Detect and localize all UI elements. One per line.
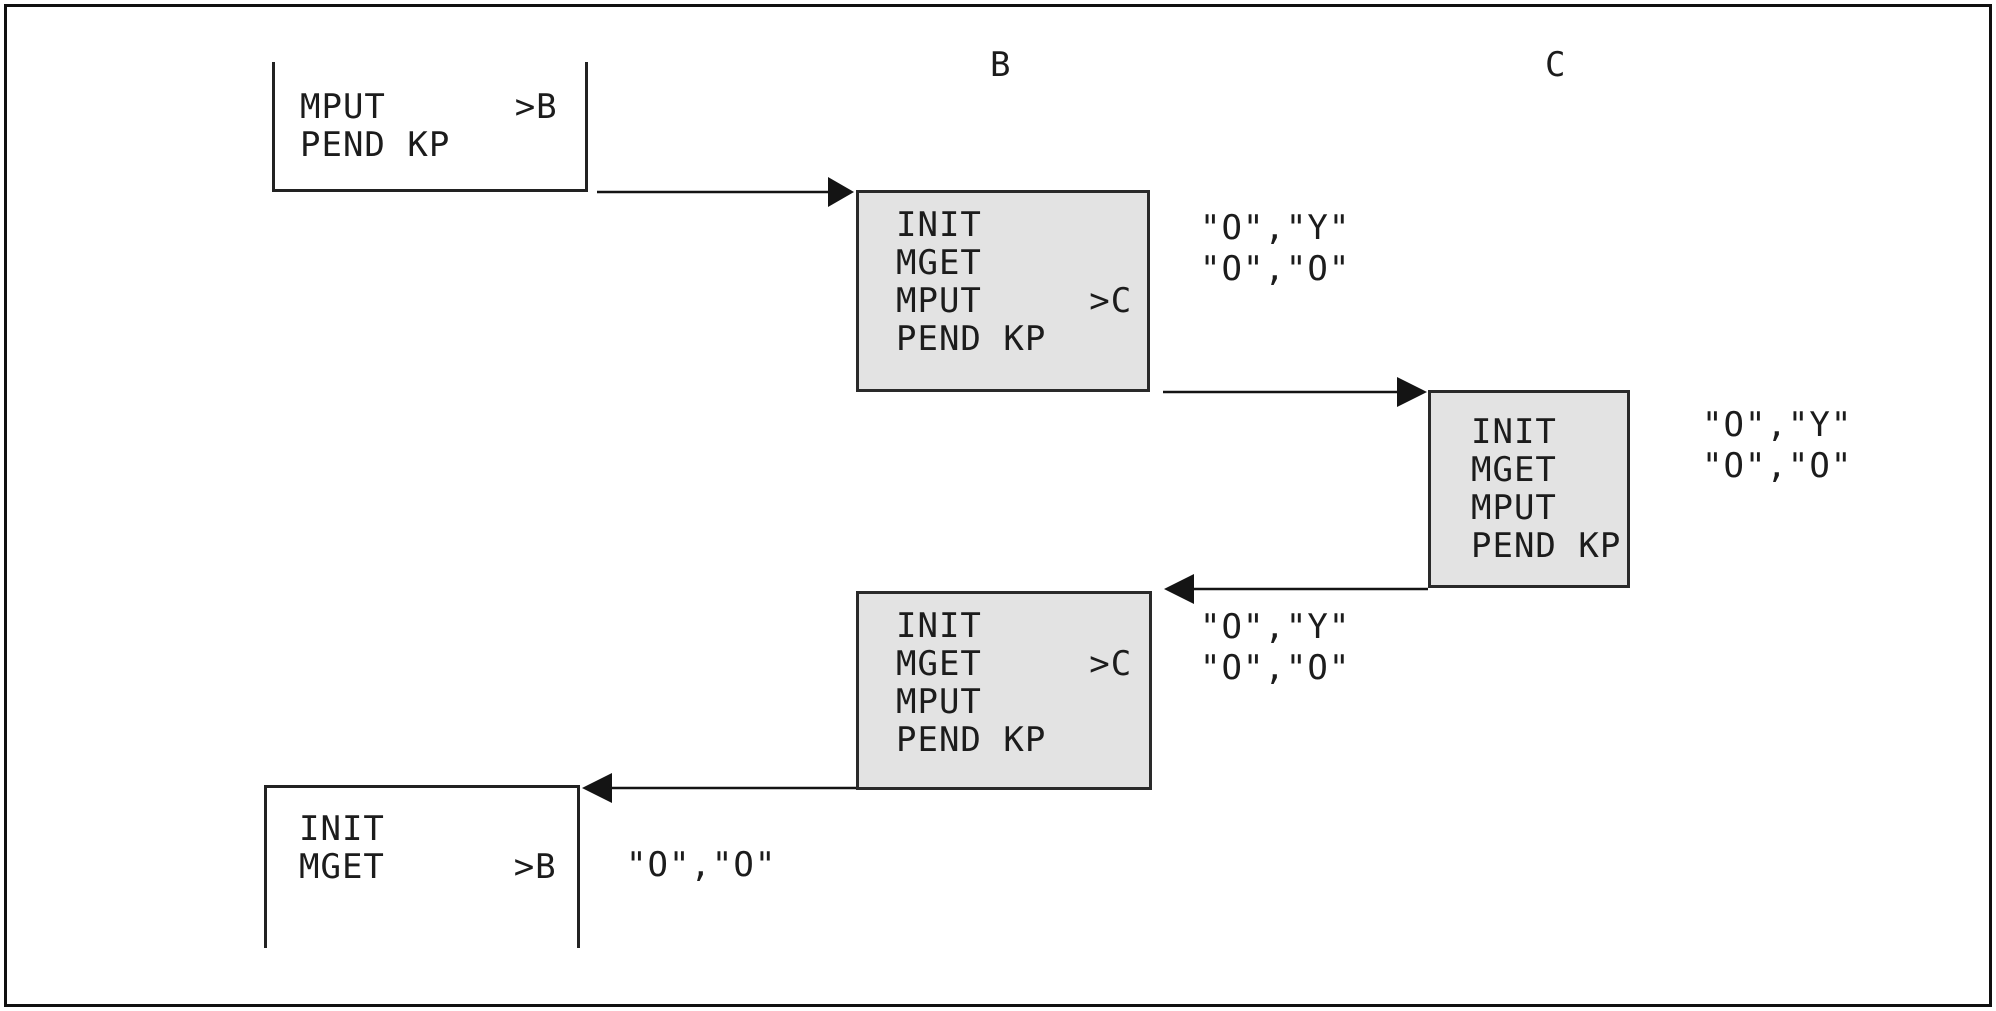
program-a-bottom-code: INIT MGET >B <box>299 809 557 887</box>
column-label-b: B <box>990 45 1011 85</box>
io-values-c: "O","Y" "O","O" <box>1702 405 1853 486</box>
program-b-first-code: INIT MGET MPUT >C PEND KP <box>896 205 1133 359</box>
program-c-code: INIT MGET MPUT PEND KP <box>1471 412 1622 566</box>
io-values-b-first: "O","Y" "O","O" <box>1200 208 1351 289</box>
program-a-bottom-box: INIT MGET >B <box>264 785 580 948</box>
program-b-second-code: INIT MGET >C MPUT PEND KP <box>896 606 1133 760</box>
column-label-c: C <box>1545 45 1566 85</box>
program-b-first-box: INIT MGET MPUT >C PEND KP <box>856 190 1150 392</box>
program-b-second-box: INIT MGET >C MPUT PEND KP <box>856 591 1152 790</box>
io-values-a-bottom: "O","O" <box>626 845 777 885</box>
program-a-top-code: MPUT >B PEND KP <box>300 87 558 165</box>
program-a-top-box: MPUT >B PEND KP <box>272 62 588 192</box>
outer-frame <box>4 4 1992 1007</box>
io-values-b-second: "O","Y" "O","O" <box>1200 607 1351 688</box>
program-c-box: INIT MGET MPUT PEND KP <box>1428 390 1630 588</box>
